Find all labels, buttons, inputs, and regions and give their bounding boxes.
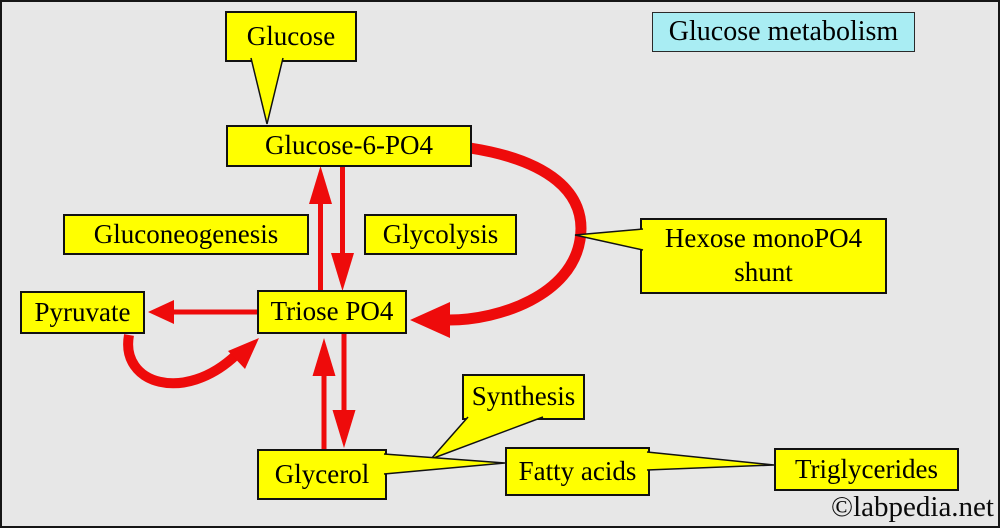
node-triose-po4-label: Triose PO4 (270, 296, 394, 327)
arrow-pyruvate-curl (123, 334, 259, 389)
node-hexose-line1: Hexose monoPO4 (664, 223, 863, 254)
arrow-triose-to-glycerol (332, 334, 356, 448)
node-synthesis: Synthesis (462, 374, 585, 420)
node-fatty-acids-label: Fatty acids (518, 455, 637, 486)
node-glucose-6-po4: Glucose-6-PO4 (226, 125, 472, 167)
arrow-glycerol-to-triose (312, 338, 336, 450)
node-pyruvate-label: Pyruvate (34, 296, 131, 327)
arrow-g6p-to-triose (331, 166, 354, 291)
node-synthesis-label: Synthesis (471, 381, 576, 412)
node-glucose-label: Glucose (246, 20, 336, 51)
node-triose-po4: Triose PO4 (257, 290, 407, 334)
node-triglycerides-label: Triglycerides (795, 453, 938, 484)
node-glucose: Glucose (225, 11, 357, 62)
node-triglycerides: Triglycerides (774, 448, 959, 491)
node-fatty-acids: Fatty acids (505, 447, 650, 496)
node-glycerol-label: Glycerol (274, 458, 370, 489)
node-glycolysis-label: Glycolysis (382, 218, 499, 249)
node-gluconeogenesis: Gluconeogenesis (63, 214, 309, 255)
node-glycerol: Glycerol (257, 449, 387, 500)
diagram-title: Glucose metabolism (652, 12, 915, 52)
node-hexose-monopo4-shunt: Hexose monoPO4 shunt (640, 218, 887, 294)
node-pyruvate: Pyruvate (20, 291, 145, 334)
node-gluconeogenesis-label: Gluconeogenesis (93, 218, 279, 249)
arrow-triose-to-g6p (309, 166, 332, 291)
diagram-title-label: Glucose metabolism (668, 16, 899, 47)
arrow-triose-to-pyruvate (148, 300, 258, 324)
node-glycolysis: Glycolysis (364, 214, 517, 255)
watermark: ©labpedia.net (831, 491, 994, 523)
node-glucose-6-po4-label: Glucose-6-PO4 (265, 130, 433, 161)
node-hexose-line2: shunt (734, 257, 793, 287)
